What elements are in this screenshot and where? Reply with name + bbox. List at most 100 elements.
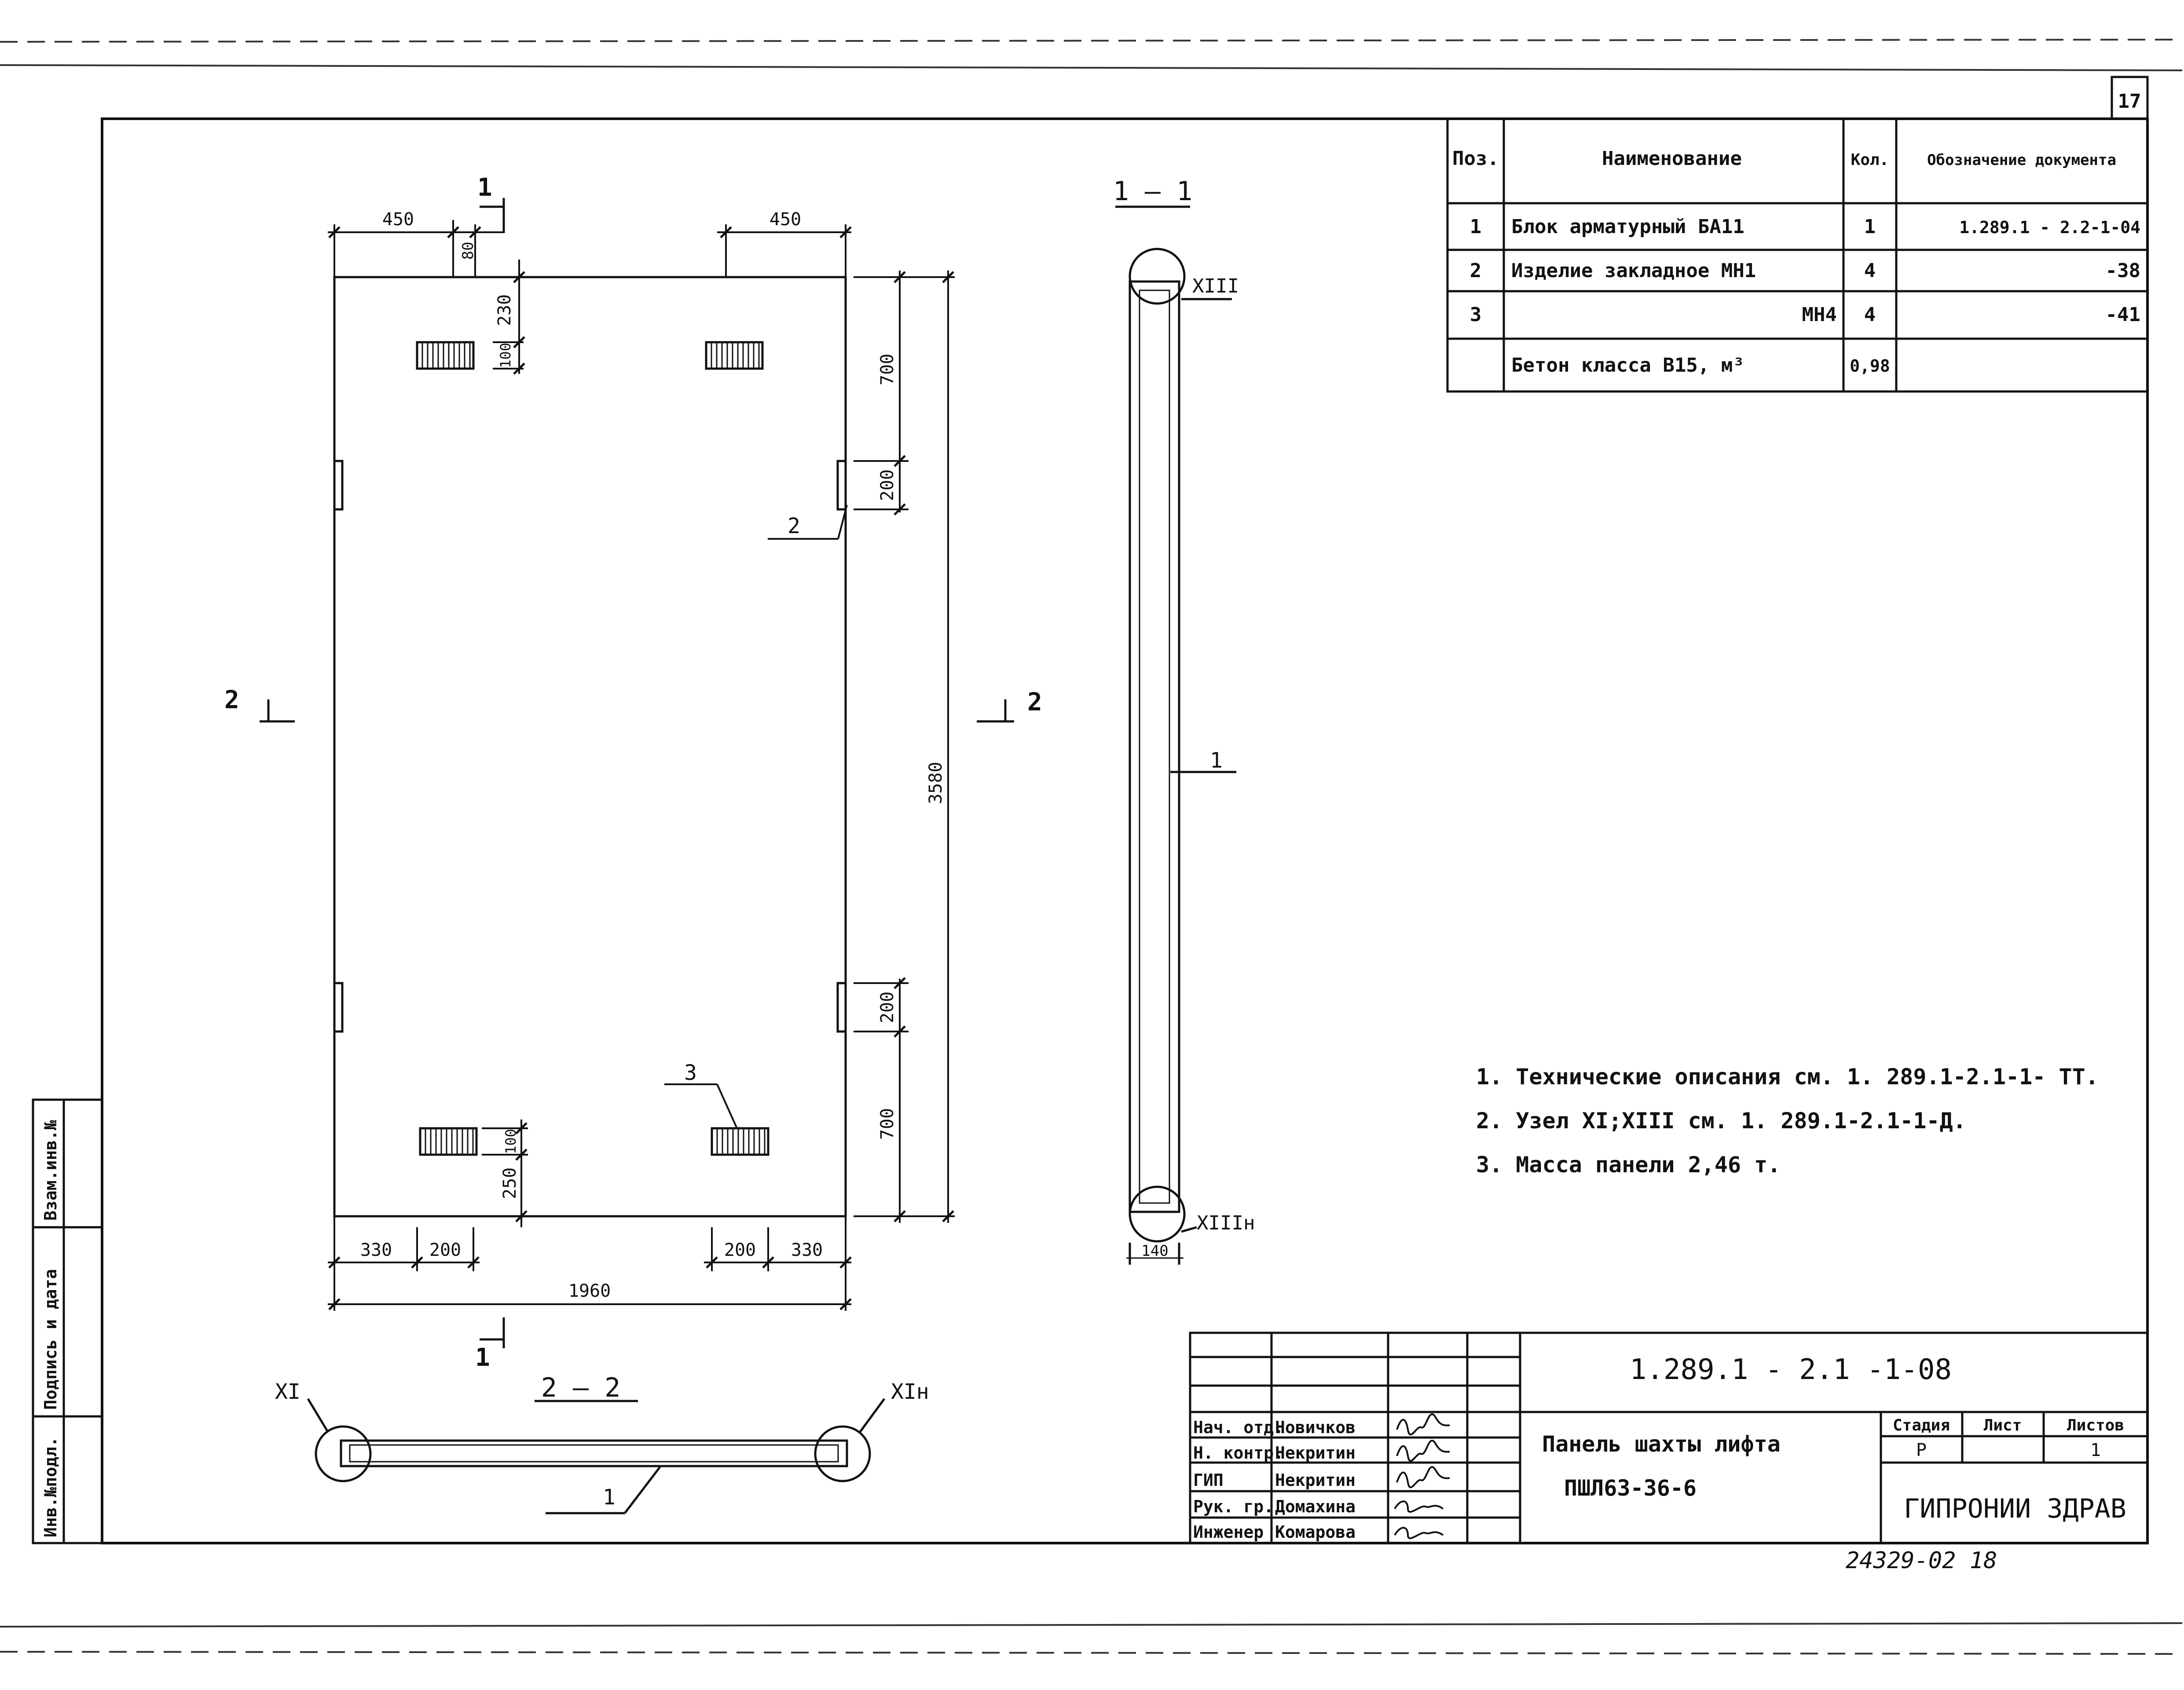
- spec-row4-qty: 0,98: [1850, 356, 1890, 376]
- pos-1-plan-label: 1: [603, 1485, 616, 1510]
- note-1: 1. Технические описания см. 1. 289.1-2.1…: [1476, 1064, 2099, 1090]
- title-block-text: 1.289.1 - 2.1 -1-08 Панель шахты лифта П…: [1542, 1353, 2126, 1524]
- spec-row3-pos: 3: [1470, 304, 1482, 326]
- sig-name-5: Комарова: [1275, 1522, 1356, 1542]
- sig-role-5: Инженер: [1193, 1522, 1264, 1542]
- spec-table-grid: [1446, 117, 2149, 393]
- sig-name-1: Новичков: [1275, 1418, 1356, 1437]
- dim-200-top: 200: [877, 469, 898, 501]
- panel-outline: [333, 276, 847, 1218]
- pos-3-label: 3: [684, 1061, 697, 1085]
- sig-name-2: Некритин: [1275, 1443, 1356, 1463]
- sheet-header: Лист: [1984, 1416, 2022, 1434]
- dim-100-top: 100: [497, 343, 514, 368]
- page-number-box: 17: [2111, 76, 2149, 120]
- side-label-replace: Взам.инв.№: [41, 1120, 60, 1221]
- notes: 1. Технические описания см. 1. 289.1-2.1…: [1476, 1064, 2099, 1178]
- panel-front-view: [333, 276, 847, 1218]
- dim-80: 80: [459, 242, 477, 260]
- dim-200-left: 200: [429, 1240, 461, 1260]
- title-block-signatures: Нач. отд. Новичков Н. контр. Некритин ГИ…: [1193, 1418, 1356, 1542]
- note-2: 2. Узел XI;XIII см. 1. 289.1-2.1-1-Д.: [1476, 1108, 1966, 1134]
- node-xin-label: XIн: [891, 1379, 929, 1404]
- node-xiiin-label: XIIIн: [1197, 1212, 1255, 1234]
- dim-330-left: 330: [360, 1240, 392, 1260]
- sheets-value: 1: [2090, 1440, 2101, 1460]
- sig-name-4: Домахина: [1275, 1497, 1356, 1516]
- spec-row1-pos: 1: [1470, 216, 1482, 238]
- section-2-2: [307, 1398, 886, 1514]
- dimension-lines: [328, 220, 955, 1311]
- dim-140: 140: [1141, 1242, 1168, 1260]
- drawing-title-line1: Панель шахты лифта: [1542, 1431, 1781, 1457]
- section-2-left: 2: [224, 686, 239, 714]
- sig-name-3: Некритин: [1275, 1471, 1356, 1490]
- dimension-texts: 450 450 80 230 100 700 200 3580 200 700 …: [360, 209, 946, 1301]
- side-label-inv: Инв.№подл.: [41, 1437, 60, 1537]
- dim-700-top: 700: [877, 354, 898, 385]
- embedded-part-mn4: [416, 341, 770, 1156]
- spec-header-doc: Обозначение документа: [1927, 151, 2116, 169]
- embedded-part-mn1: [333, 460, 847, 1033]
- node-xi-label: XI: [275, 1379, 300, 1404]
- stage-header: Стадия: [1893, 1416, 1950, 1434]
- scan-edge-lines: [0, 39, 2183, 1655]
- spec-row1-qty: 1: [1864, 216, 1876, 238]
- spec-row2-name: Изделие закладное МН1: [1511, 260, 1756, 282]
- section-1-1-title: 1 — 1: [1113, 176, 1193, 207]
- position-labels: 2 3: [684, 514, 800, 1085]
- dim-450-right: 450: [770, 209, 801, 230]
- node-xiii-label: XIII: [1192, 275, 1239, 297]
- side-stamp: [32, 1098, 103, 1544]
- section-2-2-title: 2 — 2: [541, 1372, 621, 1403]
- signature-scribbles: [1394, 1413, 1450, 1539]
- pos-1-section-label: 1: [1210, 748, 1223, 773]
- dim-330-right: 330: [791, 1240, 823, 1260]
- page-number: 17: [2118, 90, 2141, 113]
- dim-200-right: 200: [724, 1240, 756, 1260]
- archive-number: 24329-02 18: [1846, 1547, 1997, 1574]
- section-marks: [260, 198, 1014, 1348]
- spec-row3-name: МН4: [1802, 304, 1837, 326]
- dim-250: 250: [500, 1167, 520, 1199]
- spec-row4-name: Бетон класса В15, м³: [1511, 354, 1744, 377]
- spec-header-qty: Кол.: [1851, 151, 1889, 169]
- embedded-part-hatching: [421, 342, 766, 1155]
- spec-header-name: Наименование: [1602, 147, 1742, 170]
- spec-row1-name: Блок арматурный БА11: [1511, 216, 1744, 238]
- dimension-ticks: [328, 226, 954, 1310]
- spec-table: Поз. Наименование Кол. Обозначение докум…: [1452, 147, 2140, 377]
- dim-1960: 1960: [568, 1281, 611, 1301]
- spec-row2-doc: -38: [2106, 260, 2140, 282]
- spec-row1-doc: 1.289.1 - 2.2-1-04: [1959, 218, 2140, 237]
- section-1-top: 1: [477, 173, 492, 202]
- dim-700-bottom: 700: [877, 1108, 898, 1140]
- side-label-sign: Подпись и дата: [41, 1269, 60, 1410]
- spec-row3-doc: -41: [2106, 304, 2140, 326]
- stage-value: Р: [1916, 1440, 1927, 1460]
- dim-100-bottom: 100: [502, 1129, 519, 1154]
- sig-role-3: ГИП: [1193, 1471, 1224, 1490]
- sig-role-2: Н. контр.: [1193, 1443, 1284, 1463]
- dim-200-bottom: 200: [877, 991, 898, 1023]
- drawing-frame: [101, 117, 2149, 1544]
- section-1-bottom: 1: [475, 1343, 490, 1372]
- dim-230: 230: [495, 294, 515, 326]
- section-1-1: [1115, 205, 1236, 1265]
- sig-role-4: Рук. гр.: [1193, 1497, 1274, 1516]
- section-2-right: 2: [1027, 688, 1042, 717]
- sig-role-1: Нач. отд.: [1193, 1418, 1284, 1437]
- drawing-title-line2: ПШЛ63-36-6: [1564, 1475, 1697, 1501]
- sheets-header: Листов: [2067, 1416, 2124, 1434]
- spec-row2-qty: 4: [1864, 260, 1876, 282]
- spec-header-pos: Поз.: [1452, 147, 1499, 170]
- dim-3580: 3580: [926, 762, 946, 804]
- organization-name: ГИПРОНИИ ЗДРАВ: [1904, 1493, 2126, 1524]
- spec-row2-pos: 2: [1470, 260, 1482, 282]
- note-3: 3. Масса панели 2,46 т.: [1476, 1152, 1781, 1178]
- pos-2-label: 2: [788, 514, 800, 538]
- section-mark-labels: 1 1 2 2: [224, 173, 1042, 1372]
- spec-row3-qty: 4: [1864, 304, 1876, 326]
- side-stamp-labels: Инв.№подл. Подпись и дата Взам.инв.№: [41, 1120, 60, 1537]
